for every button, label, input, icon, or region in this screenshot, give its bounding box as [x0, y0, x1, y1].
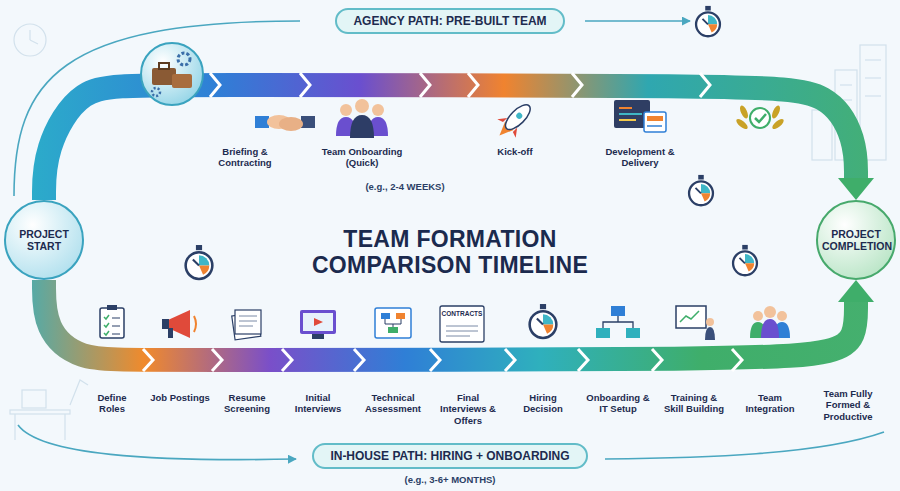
step-label: Define Roles — [87, 392, 137, 415]
laurel-badge-icon — [735, 104, 786, 130]
stopwatch-icon — [186, 6, 757, 279]
video-call-icon — [300, 310, 336, 339]
rocket-icon — [490, 97, 538, 145]
step-label: Onboarding & IT Setup — [585, 392, 651, 415]
briefcase-icon — [141, 43, 203, 105]
team-icon — [750, 306, 790, 338]
document-label: CONTRACTS — [441, 310, 483, 318]
flowchart-icon — [375, 308, 411, 338]
step-label: Team Integration — [738, 392, 802, 415]
stopwatch-icon — [530, 304, 557, 338]
milestone-circle: PROJECT COMPLETION — [816, 200, 896, 280]
duration-note: (e.g., 2-4 WEEKS) — [345, 181, 465, 192]
training-board-icon — [676, 306, 715, 340]
it-network-icon — [596, 306, 640, 338]
team-icon — [336, 99, 388, 138]
step-label: Team Fully Formed & Productive — [807, 388, 889, 422]
code-window-icon — [614, 100, 666, 132]
step-label: Development & Delivery — [600, 146, 680, 169]
path-banner: IN-HOUSE PATH: HIRING + ONBOARDING — [312, 443, 587, 469]
step-label: Final Interviews & Offers — [433, 392, 503, 426]
handshake-icon — [255, 115, 315, 131]
megaphone-icon — [162, 310, 196, 338]
step-label: Job Postings — [149, 392, 211, 403]
milestone-circle: PROJECT START — [4, 200, 84, 280]
duration-note: (e.g., 3-6+ MONTHS) — [375, 474, 525, 485]
clipboard-icon — [100, 305, 124, 338]
thin-path-line — [14, 21, 884, 460]
banner-text: IN-HOUSE PATH: HIRING + ONBOARDING — [330, 449, 569, 463]
timeline-band — [44, 280, 856, 360]
milestone-text: PROJECT COMPLETION — [822, 228, 890, 252]
step-label: Kick-off — [480, 146, 550, 157]
step-label: Team Onboarding (Quick) — [317, 146, 407, 169]
step-label: Technical Assessment — [358, 392, 428, 415]
chevron-divider — [143, 73, 742, 371]
step-label: Initial Interviews — [286, 392, 350, 415]
contract-icon — [440, 306, 484, 342]
resume-stack-icon — [232, 310, 261, 340]
step-label: Resume Screening — [215, 392, 279, 415]
path-banner: AGENCY PATH: PRE-BUILT TEAM — [335, 8, 564, 34]
banner-text: AGENCY PATH: PRE-BUILT TEAM — [353, 14, 546, 28]
milestone-text: PROJECT START — [10, 228, 78, 252]
step-label: Hiring Decision — [512, 392, 574, 415]
step-label: Briefing & Contracting — [205, 146, 285, 169]
step-label: Training & Skill Building — [660, 392, 728, 415]
diagram-title: TEAM FORMATION COMPARISON TIMELINE — [300, 226, 600, 279]
